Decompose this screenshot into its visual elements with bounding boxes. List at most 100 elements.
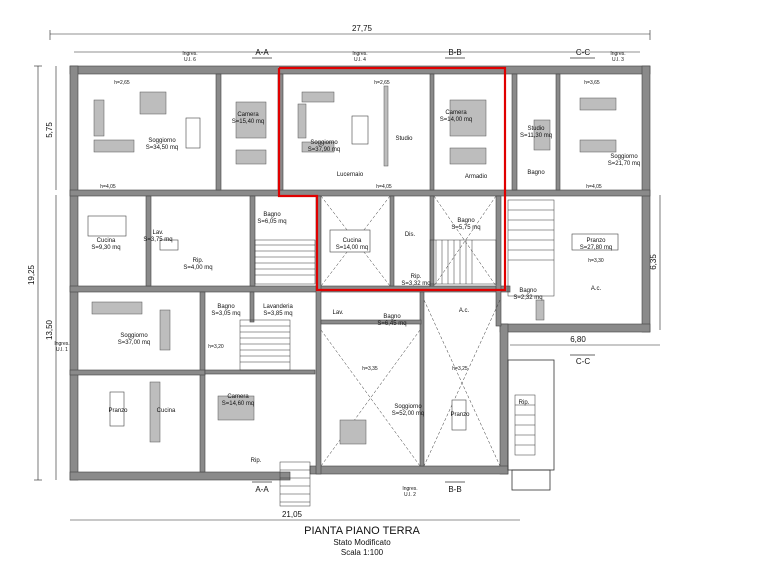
dim-right-upper: 6,35 bbox=[649, 254, 658, 270]
room-name: Soggiorno bbox=[310, 140, 338, 146]
dim-bottom: 21,05 bbox=[282, 510, 303, 519]
room-area: S=21,70 mq bbox=[608, 161, 641, 167]
room-area: S=6,45 mq bbox=[377, 321, 406, 327]
room-area: S=11,30 mq bbox=[520, 133, 552, 139]
room-name: Rip. bbox=[193, 258, 204, 264]
dim-left-lower: 13,50 bbox=[45, 319, 54, 340]
room-area: S=3,32 mq bbox=[401, 281, 430, 287]
ceiling-heights: h=2,65 h=2,65 h=3,65 h=4,05 h=4,05 h=4,0… bbox=[100, 80, 604, 372]
section-aa-top: A-A bbox=[255, 48, 269, 57]
dimension-lines bbox=[34, 30, 661, 521]
room-name: Rip. bbox=[411, 274, 422, 280]
room-name: Bagno bbox=[217, 304, 235, 310]
room-area: S=6,05 mq bbox=[257, 219, 286, 225]
room-area: S=14,00 mq bbox=[440, 117, 473, 123]
room-labels: Soggiorno S=34,50 mq Camera S=15,40 mq S… bbox=[91, 110, 640, 464]
room-area: S=9,30 mq bbox=[91, 245, 120, 251]
dim-top: 27,75 bbox=[352, 24, 373, 33]
room-name: Bagno bbox=[383, 314, 401, 320]
exterior-walls bbox=[69, 65, 651, 491]
room-name: Cucina bbox=[343, 238, 362, 244]
room-area: S=34,50 mq bbox=[146, 145, 179, 151]
furniture bbox=[87, 85, 619, 445]
highlight-outline bbox=[277, 66, 507, 292]
room-area: S=3,05 mq bbox=[211, 311, 240, 317]
height-label: h=2,65 bbox=[374, 80, 390, 86]
section-cc-top: C-C bbox=[576, 48, 590, 57]
height-label: h=3,35 bbox=[362, 366, 378, 372]
height-label: h=2,65 bbox=[114, 80, 130, 86]
room-area: S=4,00 mq bbox=[183, 265, 212, 271]
section-cc-right: C-C bbox=[576, 357, 590, 366]
entrance-ui1-a: Ingres. bbox=[54, 341, 69, 347]
height-label: h=3,25 bbox=[452, 366, 468, 372]
section-bb-top: B-B bbox=[448, 48, 461, 57]
room-name: Pranzo bbox=[450, 412, 470, 418]
entrance-ui2-b: U.I. 2 bbox=[404, 492, 416, 498]
room-area: S=14,00 mq bbox=[336, 245, 369, 251]
room-area: S=5,75 mq bbox=[451, 225, 480, 231]
room-name: Studio bbox=[395, 136, 413, 142]
entrance-ui4-a: Ingres. bbox=[352, 51, 367, 57]
room-name: Lav. bbox=[153, 230, 164, 236]
dim-left-upper: 5,75 bbox=[45, 122, 54, 138]
entrance-ui3-b: U.I. 3 bbox=[612, 57, 624, 63]
room-area: S=2,32 mq bbox=[513, 295, 542, 301]
entrance-ui4-b: U.I. 4 bbox=[354, 57, 366, 63]
room-area: S=3,75 mq bbox=[143, 237, 172, 243]
entrance-ui6-b: U.I. 6 bbox=[184, 57, 196, 63]
room-name: Camera bbox=[227, 394, 249, 400]
section-bb-bottom: B-B bbox=[448, 485, 461, 494]
height-label: h=4,05 bbox=[376, 184, 392, 190]
room-name: Lucernaio bbox=[337, 172, 364, 178]
plan-subtitle: Stato Modificato bbox=[333, 538, 391, 547]
section-markers bbox=[252, 57, 595, 483]
height-label: h=3,20 bbox=[208, 344, 224, 350]
room-name: Studio bbox=[527, 126, 545, 132]
height-label: h=4,05 bbox=[586, 184, 602, 190]
room-name: Armadio bbox=[465, 174, 488, 180]
section-aa-bottom: A-A bbox=[255, 485, 269, 494]
room-name: A.c. bbox=[459, 308, 470, 314]
room-area: S=37,90 mq bbox=[308, 147, 341, 153]
stairs bbox=[239, 199, 555, 507]
room-area: S=52,00 mq bbox=[392, 411, 425, 417]
entrance-ui1-b: U.I. 1 bbox=[56, 347, 68, 353]
height-label: h=3,30 bbox=[588, 258, 604, 264]
room-area: S=27,80 mq bbox=[580, 245, 613, 251]
room-name: Cucina bbox=[97, 238, 116, 244]
room-name: Soggiorno bbox=[394, 404, 422, 410]
room-name: Cucina bbox=[157, 408, 176, 414]
dim-left-total: 19,25 bbox=[27, 264, 36, 285]
entrance-ui3-a: Ingres. bbox=[610, 51, 625, 57]
plan-scale: Scala 1:100 bbox=[341, 548, 384, 557]
height-label: h=4,05 bbox=[100, 184, 116, 190]
plan-title: PIANTA PIANO TERRA bbox=[304, 525, 420, 537]
room-area: S=14,60 mq bbox=[222, 401, 255, 407]
room-name: Soggiorno bbox=[148, 138, 176, 144]
room-name: Bagno bbox=[519, 288, 537, 294]
interior-walls bbox=[69, 73, 651, 475]
entrance-ui2-a: Ingres. bbox=[402, 486, 417, 492]
room-name: Bagno bbox=[527, 170, 545, 176]
room-area: S=15,40 mq bbox=[232, 119, 265, 125]
room-name: Pranzo bbox=[586, 238, 606, 244]
room-name: Rip. bbox=[251, 458, 262, 464]
room-name: A.c. bbox=[591, 286, 602, 292]
room-name: Bagno bbox=[263, 212, 281, 218]
room-name: Lavanderia bbox=[263, 304, 293, 310]
room-name: Lav. bbox=[333, 310, 344, 316]
room-name: Camera bbox=[445, 110, 467, 116]
room-name: Pranzo bbox=[108, 408, 128, 414]
room-name: Bagno bbox=[457, 218, 475, 224]
entrance-ui6-a: Ingres. bbox=[182, 51, 197, 57]
dim-right-lower: 6,80 bbox=[570, 335, 586, 344]
height-label: h=3,65 bbox=[584, 80, 600, 86]
room-name: Dis. bbox=[405, 232, 416, 238]
room-name: Soggiorno bbox=[120, 333, 148, 339]
room-area: S=3,85 mq bbox=[263, 311, 292, 317]
room-area: S=37,00 mq bbox=[118, 340, 151, 346]
room-name: Soggiorno bbox=[610, 154, 638, 160]
room-name: Rip. bbox=[519, 400, 530, 406]
